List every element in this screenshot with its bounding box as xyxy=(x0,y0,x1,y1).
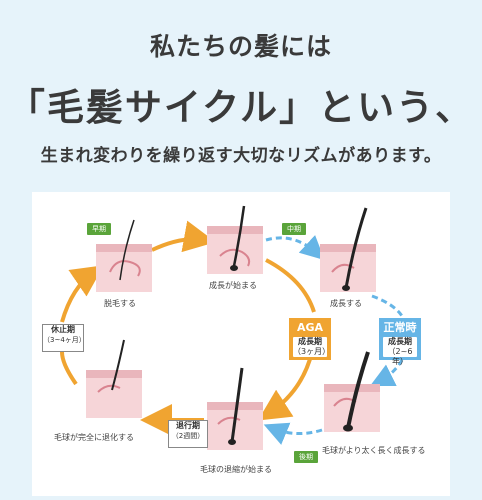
arrow-grow-to-normal xyxy=(371,294,404,317)
arrow-thick-to-decline xyxy=(263,422,323,445)
arrow-degenerate-to-rest xyxy=(60,351,78,386)
arrow-growth-to-grow xyxy=(265,235,325,261)
normal-phase: 成長期 xyxy=(388,337,412,346)
normal-sub: 成長期 （2~6年） xyxy=(383,337,417,366)
aga-label: AGA xyxy=(296,321,324,334)
hair-cycle-diagram: 早期 中期 後期 脱毛する 成長が始まる 成長する 毛球がより太く長く成長する … xyxy=(32,192,450,496)
caption-bulb-degenerate: 毛球が完全に退化する xyxy=(54,433,134,442)
catagen-period: （2週間） xyxy=(171,432,205,440)
normal-period: （2~6年） xyxy=(387,347,413,366)
caption-shed: 脱毛する xyxy=(104,299,136,308)
diagram-graphics xyxy=(60,205,421,450)
arrow-normal-to-thick xyxy=(369,359,404,387)
tile-decline-start xyxy=(207,367,263,450)
early-tag: 早期 xyxy=(87,223,111,235)
tile-growing xyxy=(320,207,376,292)
caption-growing: 成長する xyxy=(330,299,362,308)
title-line-2: 「毛髪サイクル」という、 xyxy=(7,85,475,129)
mid-tag: 中期 xyxy=(282,223,306,235)
arrow-shed-to-growth xyxy=(151,220,216,253)
late-tag: 後期 xyxy=(294,451,318,463)
telogen-box: 休止期 （3~4ヶ月） xyxy=(42,324,86,352)
normal-label: 正常時 xyxy=(383,321,417,334)
arrow-aga-to-decline xyxy=(257,351,314,421)
caption-growth-start: 成長が始まる xyxy=(209,281,257,290)
aga-phase: 成長期 xyxy=(298,337,322,346)
catagen-title: 退行期 xyxy=(176,421,200,430)
tile-shed xyxy=(96,219,152,292)
caption-thick-growth: 毛球がより太く長く成長する xyxy=(322,446,426,455)
arrow-rest-to-shed xyxy=(60,265,104,323)
telogen-title: 休止期 xyxy=(51,325,75,334)
tile-bulb-degenerate xyxy=(86,339,142,418)
aga-period: （3ヶ月） xyxy=(293,347,331,356)
title-line-1: 私たちの髪には xyxy=(149,32,332,61)
telogen-period: （3~4ヶ月） xyxy=(43,336,86,344)
tile-thick-growth xyxy=(324,351,380,432)
title-line-3: 生まれ変わりを繰り返す大切なリズムがあります。 xyxy=(40,146,442,166)
caption-decline-start: 毛球の退縮が始まる xyxy=(200,465,272,474)
aga-sub: 成長期 （3ヶ月） xyxy=(293,337,331,357)
arrow-growth-to-aga xyxy=(265,258,316,313)
tile-growth-start xyxy=(207,205,263,274)
catagen-box: 退行期 （2週間） xyxy=(168,420,208,448)
